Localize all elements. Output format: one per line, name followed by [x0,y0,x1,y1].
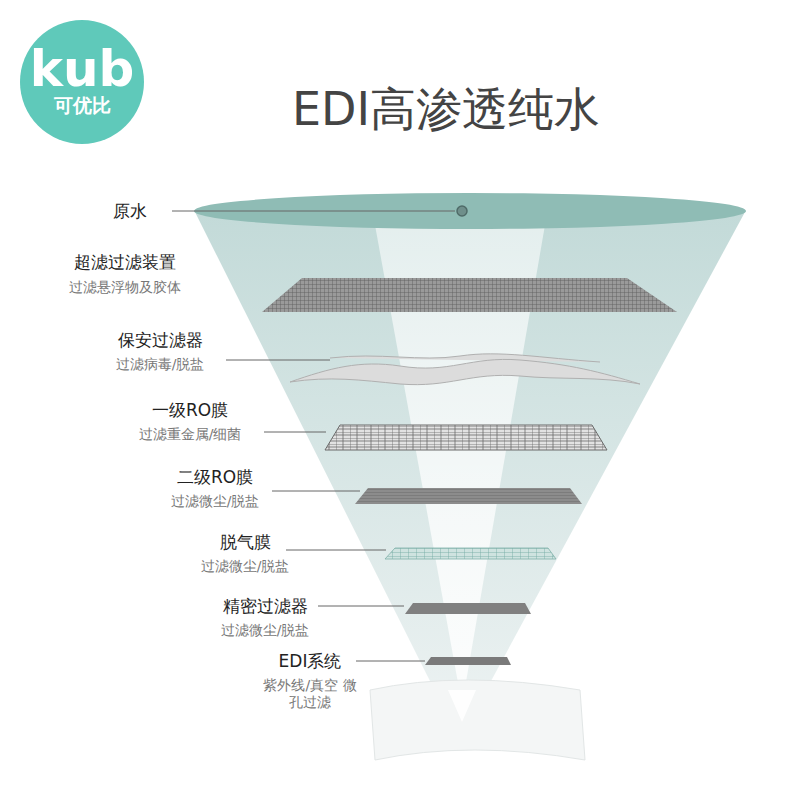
stage-note: 过滤重金属/细菌 [139,426,242,443]
stage-note: 过滤病毒/脱盐 [116,356,205,373]
logo-subword: 可优比 [20,96,144,115]
stage-name: 保安过滤器 [118,330,203,350]
stage-name: 超滤过滤装置 [74,252,176,272]
logo-circle-shape [20,20,144,144]
stage-name: EDI系统 [279,651,342,671]
stage-note: 紫外线/真空 微孔过滤 [262,677,358,711]
degassing-membrane-layer [385,548,556,559]
stage-note: 过滤悬浮物及胶体 [69,279,181,296]
stage-name: 一级RO膜 [152,400,228,420]
precision-filter-layer [405,603,531,614]
ro-membrane-2-layer [355,488,582,504]
stage-name: 二级RO膜 [177,467,253,487]
raw-water-dot [457,206,467,216]
stage-name: 原水 [113,201,147,221]
funnel-beam [195,212,745,705]
logo-word: kub [20,44,144,94]
ro-membrane-1-layer [325,425,607,450]
stage-name: 精密过滤器 [223,596,308,616]
edi-layer [425,657,511,665]
stage-note: 过滤微尘/脱盐 [221,622,310,639]
diagram-title: EDI高渗透纯水 [292,82,600,137]
logo-badge: kub 可优比 [20,20,144,144]
ultrafiltration-layer [262,278,677,312]
flow-arrow [448,690,476,722]
security-filter-layer [290,354,640,385]
stage-note: 过滤微尘/脱盐 [201,558,290,575]
stage-note: 过滤微尘/脱盐 [171,493,260,510]
output-base [370,680,585,760]
stage-name: 脱气膜 [220,532,271,552]
